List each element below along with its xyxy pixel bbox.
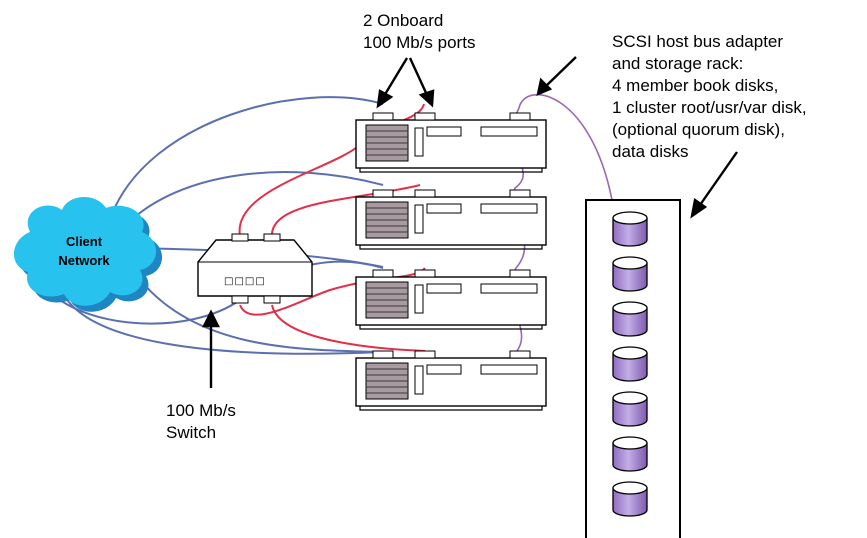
- onboard-ports-line-2: 100 Mb/s ports: [363, 33, 476, 52]
- disk-5: [612, 391, 648, 427]
- disk-2: [612, 256, 648, 292]
- member-system-2: [355, 189, 547, 250]
- disk-7: [612, 481, 648, 517]
- client-network-cloud: [13, 196, 163, 312]
- disk-6: [612, 436, 648, 472]
- disk-stack: [612, 211, 648, 517]
- member-system-3: [355, 269, 547, 330]
- storage-rack: [585, 199, 681, 538]
- network-switch: □□□□: [197, 233, 313, 304]
- scsi-label: SCSI host bus adapter and storage rack: …: [612, 31, 807, 163]
- onboard-ports-line-1: 2 Onboard: [363, 11, 444, 30]
- scsi-line-1: SCSI host bus adapter: [612, 32, 784, 51]
- disk-1: [612, 211, 648, 247]
- switch-line-1: 100 Mb/s: [166, 401, 236, 420]
- disk-3: [612, 301, 648, 337]
- switch-lights: □□□□: [224, 276, 266, 287]
- switch-links: [238, 103, 426, 352]
- onboard-ports-label: 2 Onboard 100 Mb/s ports: [363, 10, 475, 54]
- switch-label: 100 Mb/s Switch: [166, 400, 236, 444]
- scsi-line-4: 1 cluster root/usr/var disk,: [612, 98, 807, 117]
- member-system-4: [355, 350, 547, 411]
- client-network-label: Client Network: [44, 232, 124, 270]
- scsi-line-3: 4 member book disks,: [612, 76, 779, 95]
- annotation-arrows: [202, 56, 738, 388]
- client-network-line-2: Network: [58, 253, 110, 268]
- scsi-line-6: data disks: [612, 142, 689, 161]
- switch-line-2: Switch: [166, 423, 217, 442]
- client-network-line-1: Client: [65, 234, 103, 249]
- member-system-1: [355, 112, 547, 173]
- scsi-line-2: and storage rack:: [612, 54, 744, 73]
- scsi-line-5: (optional quorum disk),: [612, 120, 785, 139]
- disk-4: [612, 346, 648, 382]
